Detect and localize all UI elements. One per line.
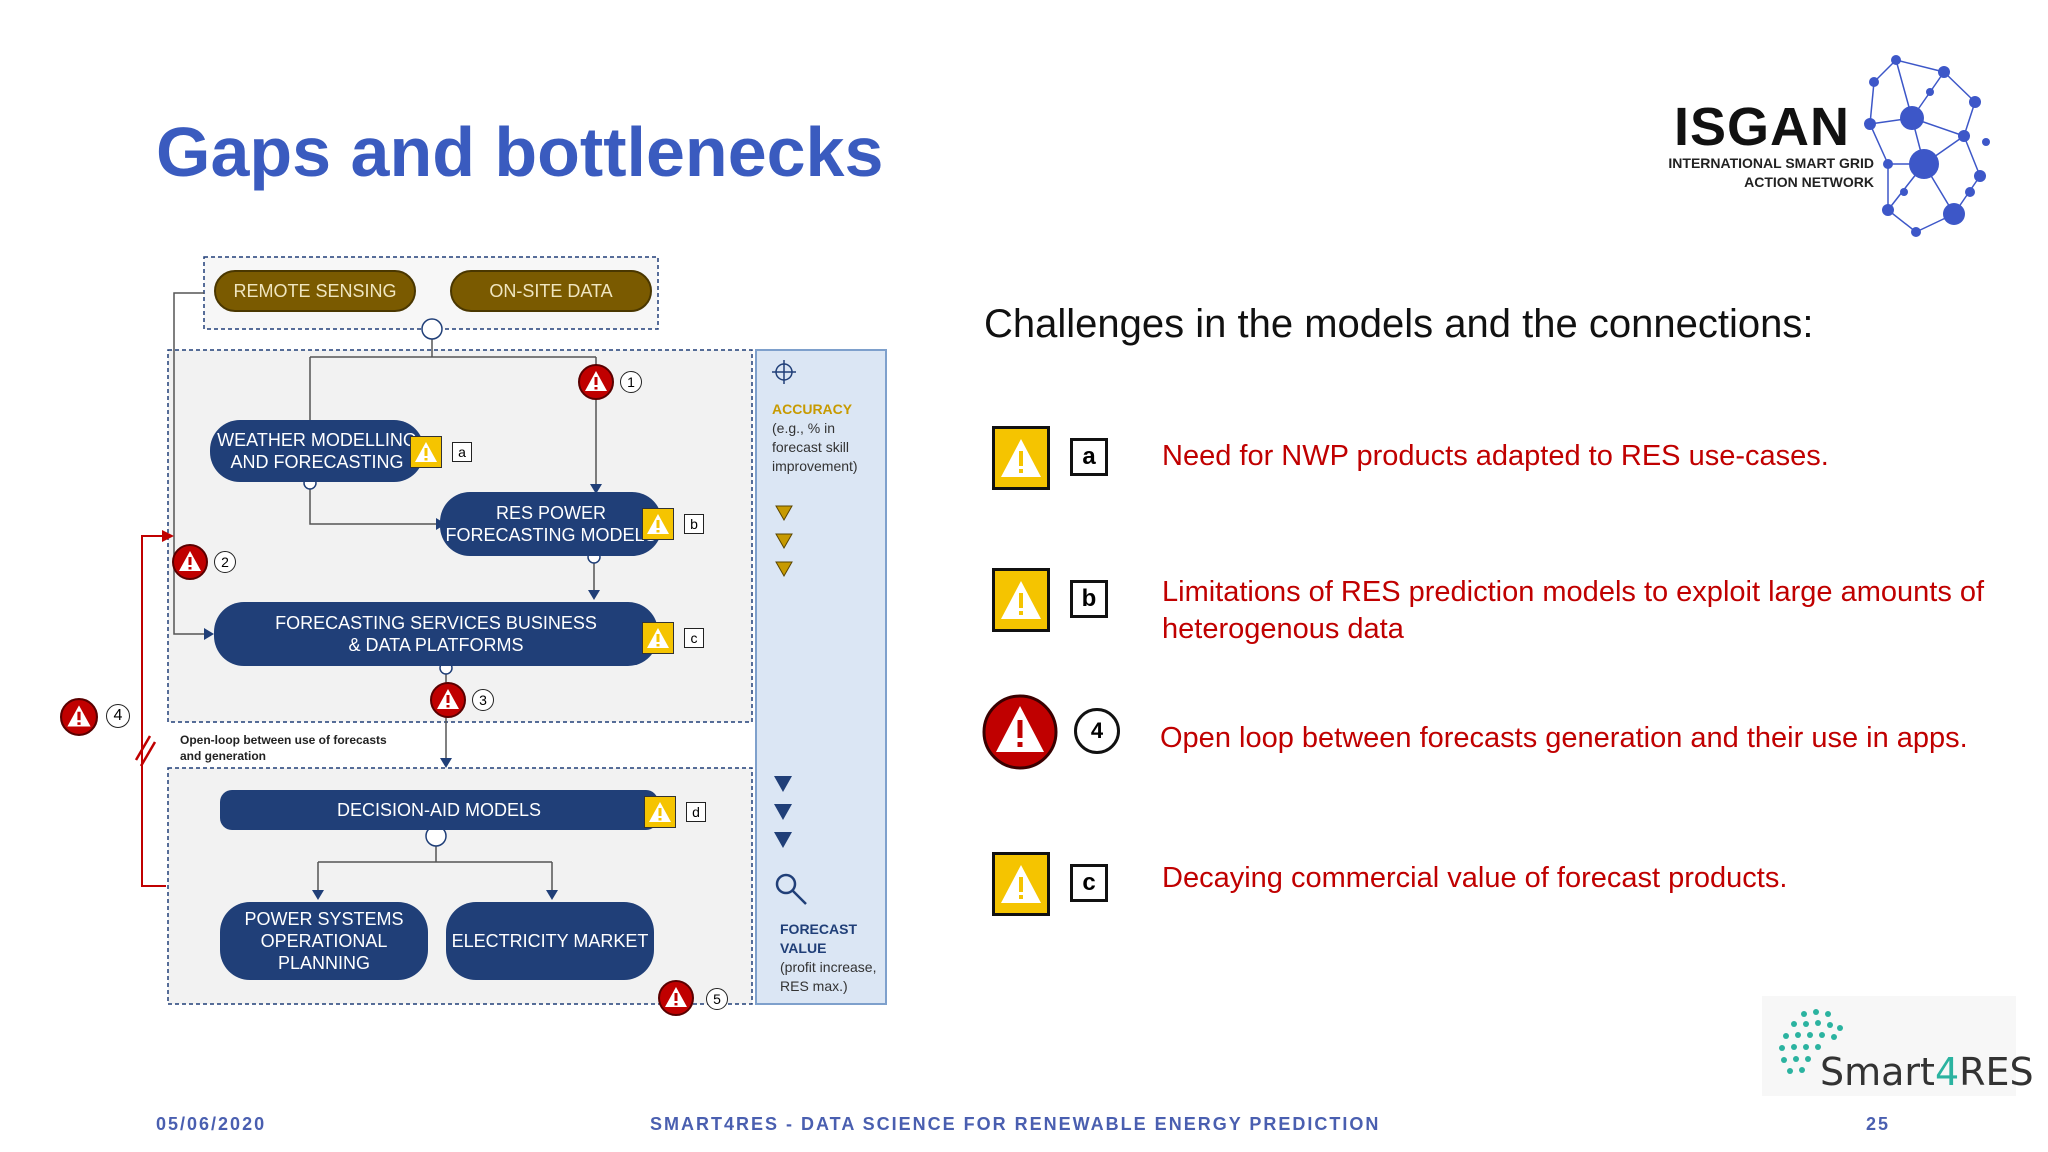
- red-warning-icon-3: [430, 682, 466, 718]
- value-title-1: FORECAST: [780, 921, 857, 937]
- accuracy-desc-3: improvement): [772, 458, 858, 474]
- isgan-logo: ISGAN INTERNATIONAL SMART GRID ACTION NE…: [1620, 52, 1995, 252]
- marker-5: 5: [706, 988, 728, 1010]
- open-loop-line-2: and generation: [180, 749, 267, 763]
- legend-warning-icon-a: [992, 426, 1050, 490]
- warning-icon-b-diagram: [642, 508, 674, 540]
- value-desc-1: (profit increase,: [780, 959, 877, 975]
- res-power-line-1: RES POWER: [495, 503, 606, 523]
- forecasting-services-box: FORECASTING SERVICES BUSINESS& DATA PLAT…: [214, 602, 658, 666]
- on-site-data-source: ON-SITE DATA: [450, 270, 652, 312]
- legend-warning-icon-b: [992, 568, 1050, 632]
- legend-tag-b: b: [1070, 580, 1108, 618]
- tag-b-diagram: b: [684, 514, 704, 534]
- isgan-network-graphic: [1864, 55, 1990, 237]
- legend-tag-c: c: [1070, 864, 1108, 902]
- remote-sensing-source: REMOTE SENSING: [214, 270, 416, 312]
- red-warning-icon-1: [578, 364, 614, 400]
- red-warning-icon-2: [172, 544, 208, 580]
- smart4res-word-smart: Smart: [1820, 1050, 1935, 1094]
- legend-text-4: Open loop between forecasts generation a…: [1160, 722, 1968, 754]
- legend-red-warning-icon-4: [982, 694, 1058, 770]
- weather-line-1: WEATHER MODELLING: [217, 430, 417, 450]
- red-warning-icon-4: [60, 698, 98, 736]
- services-line-2: & DATA PLATFORMS: [348, 635, 524, 655]
- footer-title: SMART4RES - DATA SCIENCE FOR RENEWABLE E…: [650, 1114, 1381, 1134]
- services-line-1: FORECASTING SERVICES BUSINESS: [275, 613, 597, 633]
- marker-2: 2: [214, 551, 236, 573]
- slide-title: Gaps and bottlenecks: [156, 113, 884, 191]
- tag-a-diagram: a: [452, 442, 472, 462]
- smart4res-logo: Smart4RES: [1762, 996, 2034, 1096]
- marker-3: 3: [472, 689, 494, 711]
- accuracy-label: ACCURACY (e.g., % in forecast skill impr…: [772, 400, 858, 476]
- forecast-value-label: FORECAST VALUE (profit increase, RES max…: [780, 920, 876, 996]
- open-loop-label: Open-loop between use of forecasts and g…: [180, 732, 387, 764]
- legend-marker-4: 4: [1074, 708, 1120, 754]
- isgan-logo-name: ISGAN: [1674, 97, 1851, 157]
- tag-d-diagram: d: [686, 802, 706, 822]
- accuracy-desc-1: (e.g., % in: [772, 420, 836, 436]
- power-line-1: POWER SYSTEMS: [244, 909, 404, 929]
- open-loop-line-1: Open-loop between use of forecasts: [180, 733, 387, 747]
- power-line-3: PLANNING: [277, 953, 371, 973]
- smart4res-wordmark: Smart4RES: [1820, 1050, 2034, 1094]
- warning-icon-a-diagram: [410, 436, 442, 468]
- red-warning-icon-5: [658, 980, 694, 1016]
- marker-4: 4: [106, 704, 130, 728]
- legend-text-c: Decaying commercial value of forecast pr…: [1162, 862, 1788, 894]
- accuracy-desc-2: forecast skill: [772, 439, 850, 455]
- challenges-heading: Challenges in the models and the connect…: [984, 302, 1814, 346]
- warning-icon-d-diagram: [644, 796, 676, 828]
- legend-text-a: Need for NWP products adapted to RES use…: [1162, 440, 1829, 472]
- smart4res-word-res: RES: [1959, 1050, 2034, 1094]
- accuracy-title: ACCURACY: [772, 401, 853, 417]
- legend-tag-a: a: [1070, 438, 1108, 476]
- marker-1: 1: [620, 371, 642, 393]
- value-desc-2: RES max.): [780, 978, 848, 994]
- legend-warning-icon-c: [992, 852, 1050, 916]
- smart4res-dots-graphic: [1779, 1009, 1843, 1074]
- warning-icon-c-diagram: [642, 622, 674, 654]
- power-line-2: OPERATIONAL: [260, 931, 388, 951]
- isgan-logo-line2: ACTION NETWORK: [1744, 174, 1874, 190]
- smart4res-word-4: 4: [1934, 1050, 1960, 1094]
- legend-text-b: Limitations of RES prediction models to …: [1162, 576, 1985, 645]
- tag-c-diagram: c: [684, 628, 704, 648]
- footer-date: 05/06/2020: [156, 1114, 267, 1134]
- decision-aid-box: DECISION-AID MODELS: [220, 790, 658, 830]
- value-title-2: VALUE: [780, 940, 827, 956]
- footer-page-number: 25: [1866, 1114, 1891, 1134]
- weather-line-2: AND FORECASTING: [230, 452, 404, 472]
- isgan-logo-line1: INTERNATIONAL SMART GRID: [1668, 155, 1874, 171]
- res-power-line-2: FORECASTING MODELS: [445, 525, 657, 545]
- electricity-market-box: ELECTRICITY MARKET: [446, 902, 654, 980]
